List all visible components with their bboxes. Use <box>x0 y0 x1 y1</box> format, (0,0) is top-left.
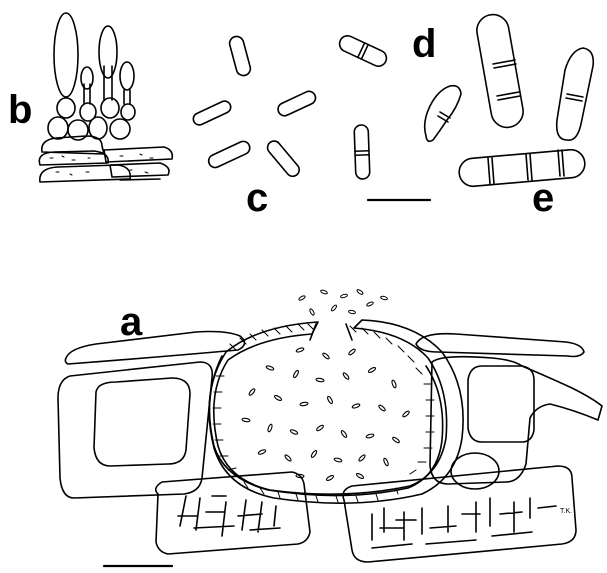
label-d: d <box>412 24 436 64</box>
figure-b-conidiophores <box>39 13 172 182</box>
figure-c-conidia <box>191 35 317 179</box>
label-e: e <box>532 178 554 218</box>
label-c: c <box>246 178 268 218</box>
label-b: b <box>8 90 32 130</box>
figure-e-conidia <box>458 12 593 187</box>
label-a: a <box>120 302 142 342</box>
artist-initials: T.K. <box>560 508 572 515</box>
figure-d-conidia <box>337 33 461 200</box>
